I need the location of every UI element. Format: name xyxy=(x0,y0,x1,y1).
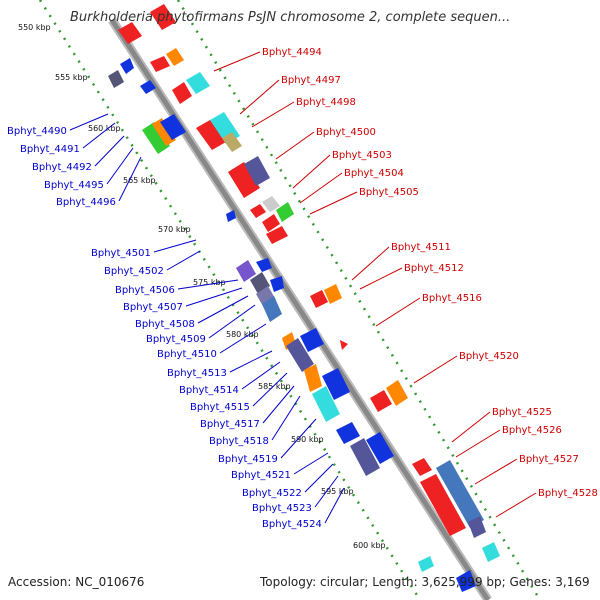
gene-label-left[interactable]: Bphyt_4510 xyxy=(157,349,217,360)
gene-label-right[interactable]: Bphyt_4505 xyxy=(359,187,419,198)
gene-label-left[interactable]: Bphyt_4495 xyxy=(44,180,104,191)
kbp-label: 590 kbp xyxy=(291,435,324,444)
gene-label-left[interactable]: Bphyt_4523 xyxy=(252,503,312,514)
inner-track-guide xyxy=(176,0,542,600)
gene-label-right[interactable]: Bphyt_4527 xyxy=(519,454,579,465)
gene-label-left[interactable]: Bphyt_4515 xyxy=(190,402,250,413)
label-leader xyxy=(324,487,345,524)
gene-label-right[interactable]: Bphyt_4500 xyxy=(316,127,376,138)
label-leader xyxy=(82,122,116,149)
gene-label-right[interactable]: Bphyt_4526 xyxy=(502,425,562,436)
gene-label-right[interactable]: Bphyt_4528 xyxy=(538,488,598,499)
kbp-label: 570 kbp xyxy=(158,225,191,234)
label-leader xyxy=(177,279,239,290)
label-leader xyxy=(106,147,134,185)
label-leader xyxy=(292,154,331,189)
gene-label-right[interactable]: Bphyt_4494 xyxy=(262,47,322,58)
gene-label-left[interactable]: Bphyt_4524 xyxy=(262,519,322,530)
map-title: Burkholderia phytofirmans PsJN chromosom… xyxy=(70,10,511,25)
label-leader xyxy=(455,429,501,458)
gene-label-left[interactable]: Bphyt_4501 xyxy=(91,248,151,259)
kbp-scale: 550 kbp 555 kbp 560 kbp 565 kbp 570 kbp 575 k… xyxy=(18,23,386,550)
gene-label-left[interactable]: Bphyt_4496 xyxy=(56,197,116,208)
kbp-label: 575 kbp xyxy=(193,278,226,287)
label-leader xyxy=(219,323,267,354)
kbp-label: 600 kbp xyxy=(353,541,386,550)
gene-label-left[interactable]: Bphyt_4508 xyxy=(135,319,195,330)
kbp-label: 560 kbp xyxy=(88,124,121,133)
label-leader xyxy=(252,372,288,407)
gene-label-right[interactable]: Bphyt_4511 xyxy=(391,242,451,253)
kbp-label: 555 kbp xyxy=(55,73,88,82)
kbp-label: 565 kbp xyxy=(123,176,156,185)
gene-label-left[interactable]: Bphyt_4514 xyxy=(179,385,239,396)
gene-label-right[interactable]: Bphyt_4503 xyxy=(332,150,392,161)
label-leader xyxy=(314,475,339,508)
topology-text: Topology: circular; Length: 3,625,999 bp… xyxy=(260,575,590,589)
gene-label-left[interactable]: Bphyt_4521 xyxy=(231,470,291,481)
accession-text: Accession: NC_010676 xyxy=(8,575,145,589)
gene-label-left[interactable]: Bphyt_4490 xyxy=(7,126,67,137)
label-leader xyxy=(275,131,315,160)
label-leader xyxy=(208,304,256,339)
label-leader xyxy=(118,156,142,202)
gene-label-right[interactable]: Bphyt_4516 xyxy=(422,293,482,304)
gene-label-left[interactable]: Bphyt_4492 xyxy=(32,162,92,173)
gene-label-right[interactable]: Bphyt_4504 xyxy=(344,168,404,179)
label-leader xyxy=(197,295,249,324)
label-leader xyxy=(251,101,295,128)
label-leader xyxy=(351,246,390,281)
label-leader xyxy=(304,463,334,493)
gene-label-left[interactable]: Bphyt_4506 xyxy=(115,285,175,296)
gene-label-right[interactable]: Bphyt_4520 xyxy=(459,351,519,362)
label-leader xyxy=(262,385,295,424)
gene-label-right[interactable]: Bphyt_4525 xyxy=(492,407,552,418)
label-leader xyxy=(241,361,281,390)
gene-labels: Bphyt_4494Bphyt_4497Bphyt_4498Bphyt_4500… xyxy=(7,47,598,530)
gene-label-left[interactable]: Bphyt_4507 xyxy=(123,302,183,313)
label-leader xyxy=(451,411,491,443)
gene-label-left[interactable]: Bphyt_4502 xyxy=(104,266,164,277)
kbp-label: 585 kbp xyxy=(258,382,291,391)
kbp-label: 580 kbp xyxy=(226,330,259,339)
label-leader xyxy=(495,492,537,518)
label-leader xyxy=(166,250,201,271)
gene-label-left[interactable]: Bphyt_4522 xyxy=(242,488,302,499)
label-leader xyxy=(309,191,358,215)
label-leader xyxy=(474,458,518,485)
gene-label-right[interactable]: Bphyt_4498 xyxy=(296,97,356,108)
label-leader xyxy=(185,287,243,307)
outer-track-guide xyxy=(38,0,422,600)
label-leader xyxy=(239,79,280,115)
label-leader xyxy=(271,395,301,441)
gene-label-left[interactable]: Bphyt_4519 xyxy=(218,454,278,465)
label-leader xyxy=(229,350,273,373)
label-leaders xyxy=(69,51,537,524)
gene-label-left[interactable]: Bphyt_4509 xyxy=(146,334,206,345)
gene-label-right[interactable]: Bphyt_4497 xyxy=(281,75,341,86)
kbp-label: 550 kbp xyxy=(18,23,51,32)
label-leader xyxy=(299,172,343,204)
label-leader xyxy=(375,297,421,327)
gene-label-left[interactable]: Bphyt_4513 xyxy=(167,368,227,379)
label-leader xyxy=(69,113,109,131)
gene-label-left[interactable]: Bphyt_4517 xyxy=(200,419,260,430)
gene-label-left[interactable]: Bphyt_4491 xyxy=(20,144,80,155)
gene-label-right[interactable]: Bphyt_4512 xyxy=(404,263,464,274)
label-leader xyxy=(359,267,403,290)
label-leader xyxy=(293,452,329,475)
kbp-label: 595 kbp xyxy=(321,487,354,496)
gene-features xyxy=(108,4,500,592)
label-leader xyxy=(280,418,317,459)
label-leader xyxy=(153,239,197,253)
label-leader xyxy=(94,135,125,167)
gene-label-left[interactable]: Bphyt_4518 xyxy=(209,436,269,447)
label-leader xyxy=(213,51,261,72)
label-leader xyxy=(413,355,458,384)
